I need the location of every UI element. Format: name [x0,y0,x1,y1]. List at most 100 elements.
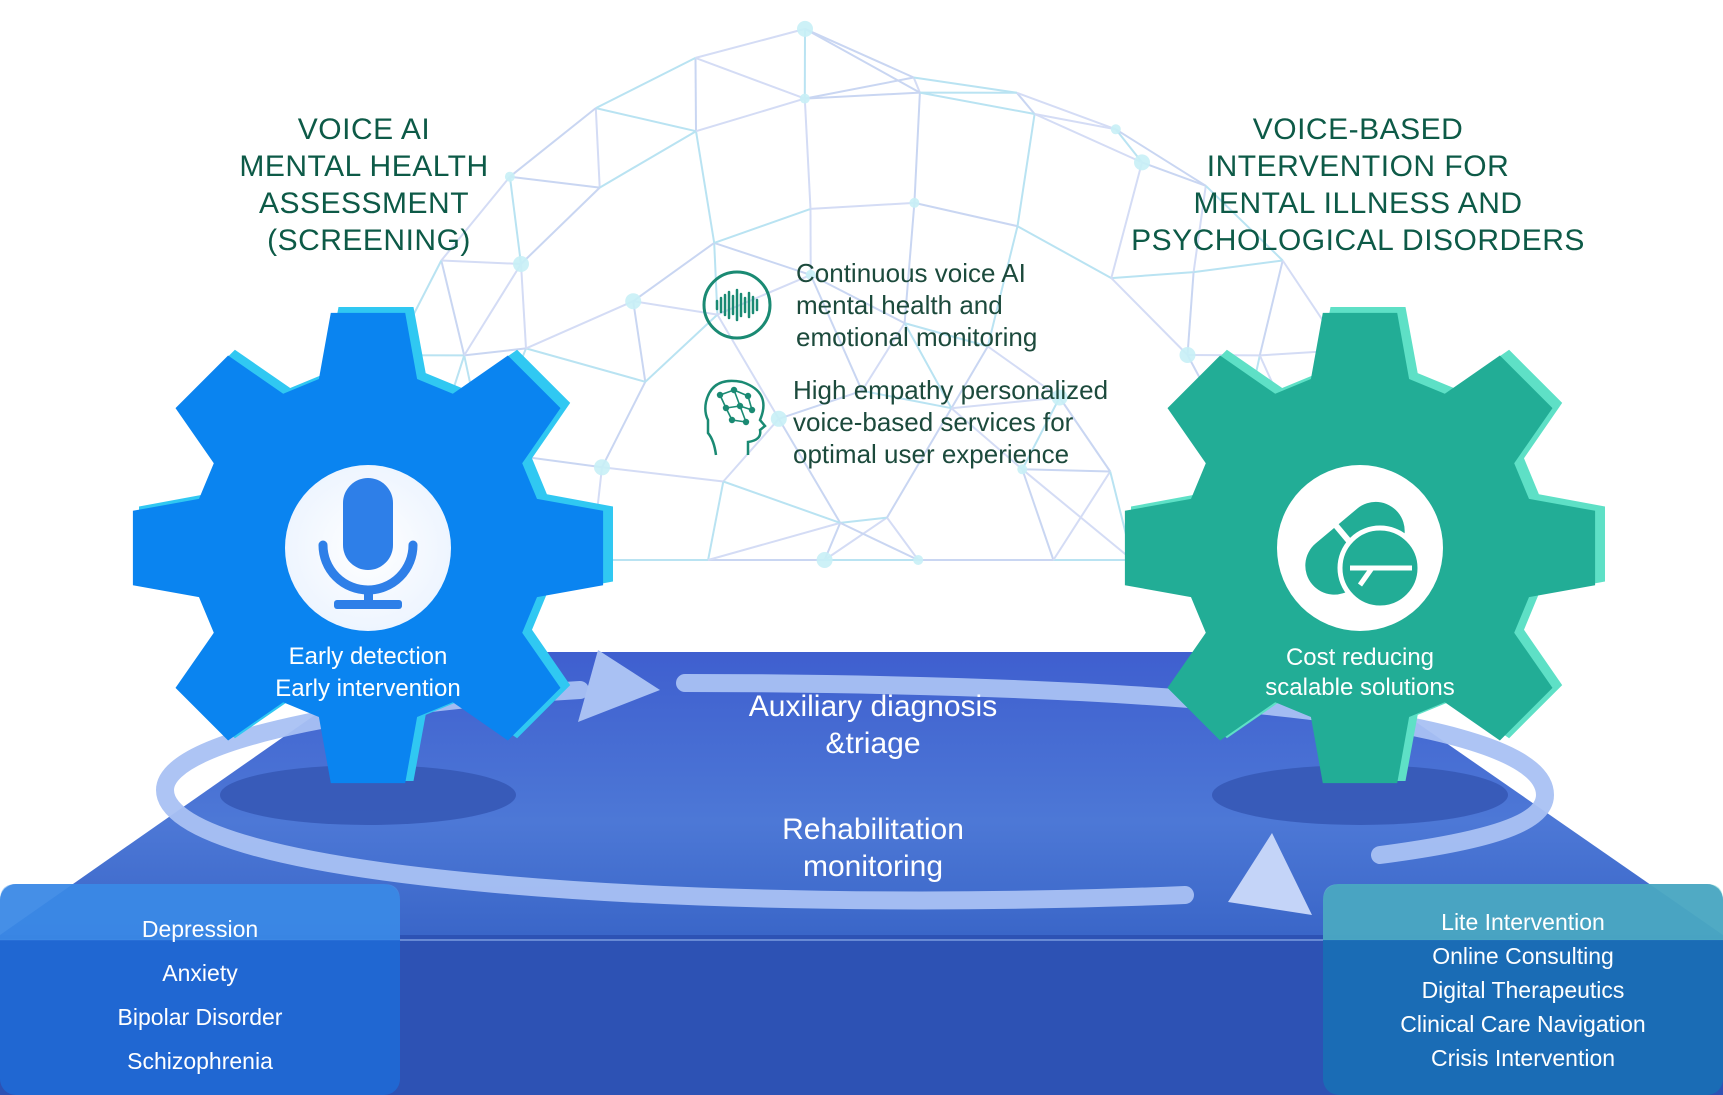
center-top-line: Auxiliary diagnosis [748,690,998,723]
network-line [904,322,989,348]
right-gear-caption-line: Cost reducing [1285,644,1435,671]
network-line [886,407,953,519]
right-gear-caption-line: scalable solutions [1265,674,1455,701]
network-line [509,107,597,178]
left-title-line: MENTAL HEALTH [239,150,489,183]
network-line [1141,161,1207,187]
center-bottom-line: Rehabilitation [782,813,964,846]
center-top-line: &triage [825,727,921,760]
network-line [810,201,915,210]
network-line [824,516,888,561]
network-line [840,516,888,524]
network-line [1186,272,1195,356]
right-title: VOICE-BASED INTERVENTION FOR MENTAL ILLN… [1108,111,1608,259]
brain-node [748,406,756,414]
left-title-line: VOICE AI [297,113,431,146]
network-line [1017,225,1112,279]
network-line [594,108,601,188]
brain-node [736,402,744,410]
right-panel-top [1323,884,1723,940]
network-line [713,241,812,276]
network-line [525,300,634,350]
left-title: VOICE AI MENTAL HEALTH ASSESSMENT (SCREE… [214,111,514,259]
brain-node [728,416,736,424]
platform [0,652,1723,935]
network-line [441,259,522,265]
feature-line: voice-based services for [793,407,1074,437]
network-line [599,130,697,189]
center-top-label: Auxiliary diagnosis &triage [673,688,1073,762]
left-gear-caption-line: Early intervention [275,675,461,702]
network-line [464,347,527,357]
network-line [986,225,1019,347]
network-line [803,98,812,209]
center-bottom-line: monitoring [802,850,944,883]
network-node [504,171,515,182]
right-title-line: PSYCHOLOGICAL DISORDERS [1131,224,1585,257]
network-line [1115,128,1207,187]
network-line [601,466,724,483]
right-gear-shadow [1212,765,1508,825]
network-line [1016,113,1036,227]
network-line [839,521,919,561]
right-title-line: MENTAL ILLNESS AND [1193,187,1523,220]
network-line [950,345,989,409]
network-node [1017,464,1028,475]
network-line [861,322,906,392]
disorder-item: Schizophrenia [127,1048,273,1074]
left-title-line: ASSESSMENT [258,187,470,220]
left-gear [132,307,613,784]
network-node [1179,347,1196,363]
network-line [861,389,952,410]
network-line [886,517,920,561]
network-line [1205,185,1284,262]
network-line [913,92,921,203]
network-line [695,97,806,133]
right-gear-caption: Cost reducing scalable solutions [1230,643,1490,703]
network-line [778,389,863,420]
feature-line: optimal user experience [793,439,1070,469]
network-line [1034,113,1116,131]
network-node [797,20,813,37]
disorders-list: Depression Anxiety Bipolar Disorder Schi… [0,907,400,1083]
feature-line: mental health and [796,290,1003,320]
brain-node [730,386,738,394]
intervention-item: Online Consulting [1432,943,1614,969]
network-line [1192,185,1207,273]
network-line [1193,259,1283,274]
feature-line: emotional monitoring [796,322,1038,352]
brain-node [722,404,730,412]
network-line [809,274,863,392]
network-line [695,27,806,59]
network-node [805,269,816,280]
network-line [777,418,842,524]
network-line [913,76,1018,94]
intervention-item: Crisis Intervention [1430,1045,1616,1071]
intervention-item: Lite Intervention [1441,909,1605,935]
network-line [1111,271,1194,280]
network-line [804,91,920,100]
network-line [694,57,697,132]
network-line [440,176,511,262]
brain-node [744,392,752,400]
sound-wave-icon [702,270,772,340]
feature-line: Continuous voice AI [796,258,1026,288]
network-line [520,186,601,265]
network-line [509,175,600,189]
network-line [695,56,806,100]
network-line [440,260,466,356]
network-node [1134,154,1150,171]
flow-track [676,674,1555,864]
network-line [707,521,841,561]
network-line [804,28,921,94]
network-line [950,407,1023,471]
network-line [525,347,646,383]
network-line [914,201,1018,228]
left-panel-top [0,884,400,940]
network-line [463,263,522,356]
left-gear-shadow [220,765,516,825]
network-line [919,91,1035,115]
network-line [1021,468,1055,561]
network-line [1258,260,1284,356]
brain-node [742,418,750,426]
